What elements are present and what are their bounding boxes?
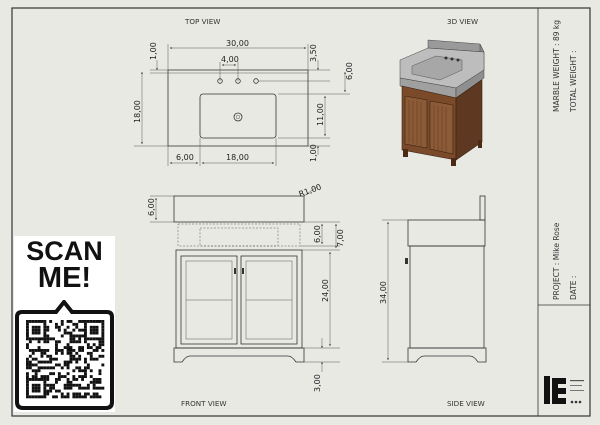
dim-basin-width: 18,00 bbox=[226, 153, 249, 162]
dim-top-width: 30,00 bbox=[226, 39, 249, 48]
side-cabinet bbox=[409, 245, 485, 349]
front-view: 6,00 R1,00 6,00 7,00 24,00 3,00 bbox=[147, 182, 345, 392]
marble-weight-text: MARBLE WEIGHT : 89 kg bbox=[552, 20, 561, 112]
dim-front-r7: 7,00 bbox=[336, 229, 345, 247]
dim-front-r24: 24,00 bbox=[321, 279, 330, 302]
front-view-label: FRONT VIEW bbox=[181, 399, 227, 408]
front-base bbox=[173, 347, 305, 363]
dim-bottom-1: 1,00 bbox=[309, 144, 318, 162]
top-view: 30,00 4,00 1,00 18,00 3,50 6,00 11,00 1,… bbox=[133, 39, 354, 166]
drain-icon bbox=[233, 112, 243, 122]
dim-depth: 18,00 bbox=[133, 100, 142, 123]
side-countertop bbox=[407, 219, 486, 247]
dim-right-600: 6,00 bbox=[345, 62, 354, 80]
iso-view-label: 3D VIEW bbox=[447, 17, 478, 26]
dim-basin-depth: 11,00 bbox=[316, 103, 325, 126]
date-text: DATE : bbox=[569, 276, 578, 300]
basin-outline bbox=[199, 93, 277, 139]
scan-me-panel: SCAN ME! bbox=[14, 236, 115, 412]
side-view: 34,00 bbox=[379, 195, 487, 363]
sheet-border bbox=[11, 7, 591, 417]
dim-front-r6: 6,00 bbox=[313, 225, 322, 243]
company-logo-icon bbox=[544, 376, 584, 404]
dim-bottom-left-6: 6,00 bbox=[176, 153, 194, 162]
dim-right-350: 3,50 bbox=[309, 44, 318, 62]
total-weight-text: TOTAL WEIGHT : bbox=[569, 51, 578, 114]
qr-code-icon[interactable] bbox=[14, 300, 115, 412]
side-base bbox=[407, 347, 487, 363]
side-view-label: SIDE VIEW bbox=[447, 399, 485, 408]
scan-line-1: SCAN bbox=[26, 236, 103, 266]
dim-faucet-spacing: 4,00 bbox=[221, 55, 239, 64]
dim-front-top-6: 6,00 bbox=[147, 198, 156, 216]
dim-radius: R1,00 bbox=[298, 182, 323, 198]
side-backsplash bbox=[479, 195, 486, 221]
scan-line-2: ME! bbox=[37, 262, 92, 294]
drain-inner-icon bbox=[235, 114, 241, 120]
scan-me-title: SCAN ME! bbox=[14, 236, 115, 294]
top-view-label: TOP VIEW bbox=[184, 17, 220, 26]
countertop-outline bbox=[167, 69, 309, 147]
faucet-hole-right bbox=[253, 78, 259, 84]
dim-side-height: 34,00 bbox=[379, 281, 388, 304]
iso-view bbox=[399, 39, 485, 166]
front-countertop bbox=[173, 195, 305, 223]
dim-front-r3: 3,00 bbox=[313, 374, 322, 392]
front-apron bbox=[177, 223, 301, 247]
front-door-left bbox=[180, 255, 238, 345]
project-text: PROJECT : Mike Rose bbox=[552, 222, 561, 300]
front-door-right bbox=[240, 255, 298, 345]
front-cabinet bbox=[175, 249, 303, 349]
dim-left-1: 1,00 bbox=[149, 42, 158, 60]
